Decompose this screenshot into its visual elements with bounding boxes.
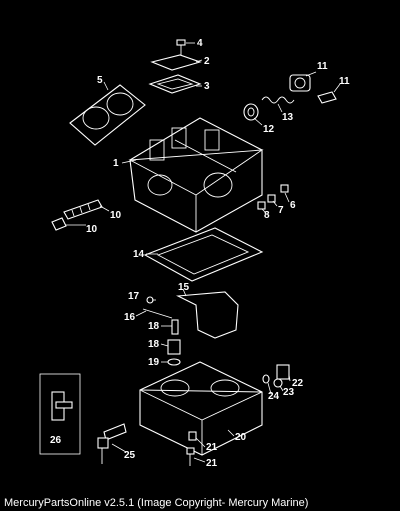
- part-16-pin: [142, 308, 173, 319]
- inset-box: [39, 373, 81, 455]
- callout-25: 25: [124, 450, 136, 461]
- callout-3: 3: [204, 81, 210, 92]
- part-20-float-bowl: [139, 361, 263, 456]
- callout-26: 26: [50, 435, 62, 446]
- part-21-screw-upper: [188, 431, 197, 441]
- part-18-needle: [171, 319, 179, 335]
- part-12-washer: [243, 103, 259, 121]
- callout-5: 5: [97, 75, 103, 86]
- copyright-caption: MercuryPartsOnline v2.5.1 (Image Copyrig…: [4, 497, 309, 509]
- part-14-gasket: [143, 227, 264, 282]
- callout-10-lower: 10: [86, 224, 98, 235]
- part-10-inlet-fitting: [51, 217, 67, 231]
- callout-18-upper: 18: [148, 321, 160, 332]
- part-26-elbow-fitting: [51, 391, 73, 421]
- callout-2: 2: [204, 56, 210, 67]
- part-13-spring: [261, 96, 295, 104]
- part-7-screw: [267, 194, 276, 203]
- part-6-screw: [280, 184, 289, 193]
- callout-14: 14: [133, 249, 145, 260]
- callout-10-upper: 10: [110, 210, 122, 221]
- part-23-washer: [273, 378, 283, 388]
- part-10-fuel-inlet: [63, 199, 103, 220]
- callout-20: 20: [235, 432, 247, 443]
- callout-16: 16: [124, 312, 136, 323]
- callout-8: 8: [264, 210, 270, 221]
- part-8-screw: [257, 201, 266, 210]
- part-24-washer: [262, 374, 270, 384]
- part-11-choke-assembly: [289, 74, 337, 104]
- leader-lines: [66, 42, 341, 463]
- callout-6: 6: [290, 200, 296, 211]
- part-22-fitting: [276, 364, 290, 380]
- callout-11-upper: 11: [317, 61, 328, 72]
- callout-1: 1: [113, 158, 119, 169]
- callout-11-lower: 11: [339, 76, 350, 87]
- part-4-screw: [176, 39, 186, 55]
- callout-21-lower: 21: [206, 458, 218, 469]
- part-1-carburetor-body: [128, 117, 264, 233]
- callout-15: 15: [178, 282, 190, 293]
- part-19-gasket: [167, 358, 181, 366]
- callout-24: 24: [268, 391, 280, 402]
- callout-21-upper: 21: [206, 442, 218, 453]
- callout-7: 7: [278, 205, 284, 216]
- part-25-drain-fitting: [97, 423, 127, 464]
- part-5-flange-gasket: [69, 84, 146, 146]
- callout-13: 13: [282, 112, 294, 123]
- callout-23: 23: [283, 387, 295, 398]
- part-18-seat: [167, 339, 181, 355]
- part-3-gasket: [148, 74, 202, 94]
- part-21-screw-lower: [186, 447, 195, 466]
- callout-17: 17: [128, 291, 140, 302]
- callout-12: 12: [263, 124, 275, 135]
- part-2-cover-plate: [150, 54, 202, 71]
- callout-4: 4: [197, 38, 203, 49]
- callout-19: 19: [148, 357, 160, 368]
- callout-18-lower: 18: [148, 339, 160, 350]
- carburetor-exploded-diagram: 4 2 3 5 1 11 11 12 13 6 7 8 10 10 14 15 …: [39, 38, 350, 469]
- callout-22: 22: [292, 378, 304, 389]
- part-15-float-lever: [176, 291, 239, 339]
